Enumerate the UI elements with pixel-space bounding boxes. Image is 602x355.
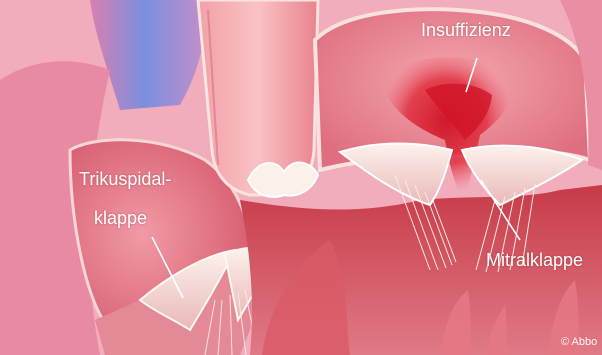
- insufficiency-label: Insuffizienz: [421, 19, 511, 41]
- mitral-label: Mitralklappe: [486, 249, 583, 271]
- copyright-credit: © Abbo: [561, 335, 597, 349]
- tricuspid-label-line-2: klappe: [94, 207, 147, 229]
- tricuspid-label-line-1: Trikuspidal-: [79, 168, 171, 190]
